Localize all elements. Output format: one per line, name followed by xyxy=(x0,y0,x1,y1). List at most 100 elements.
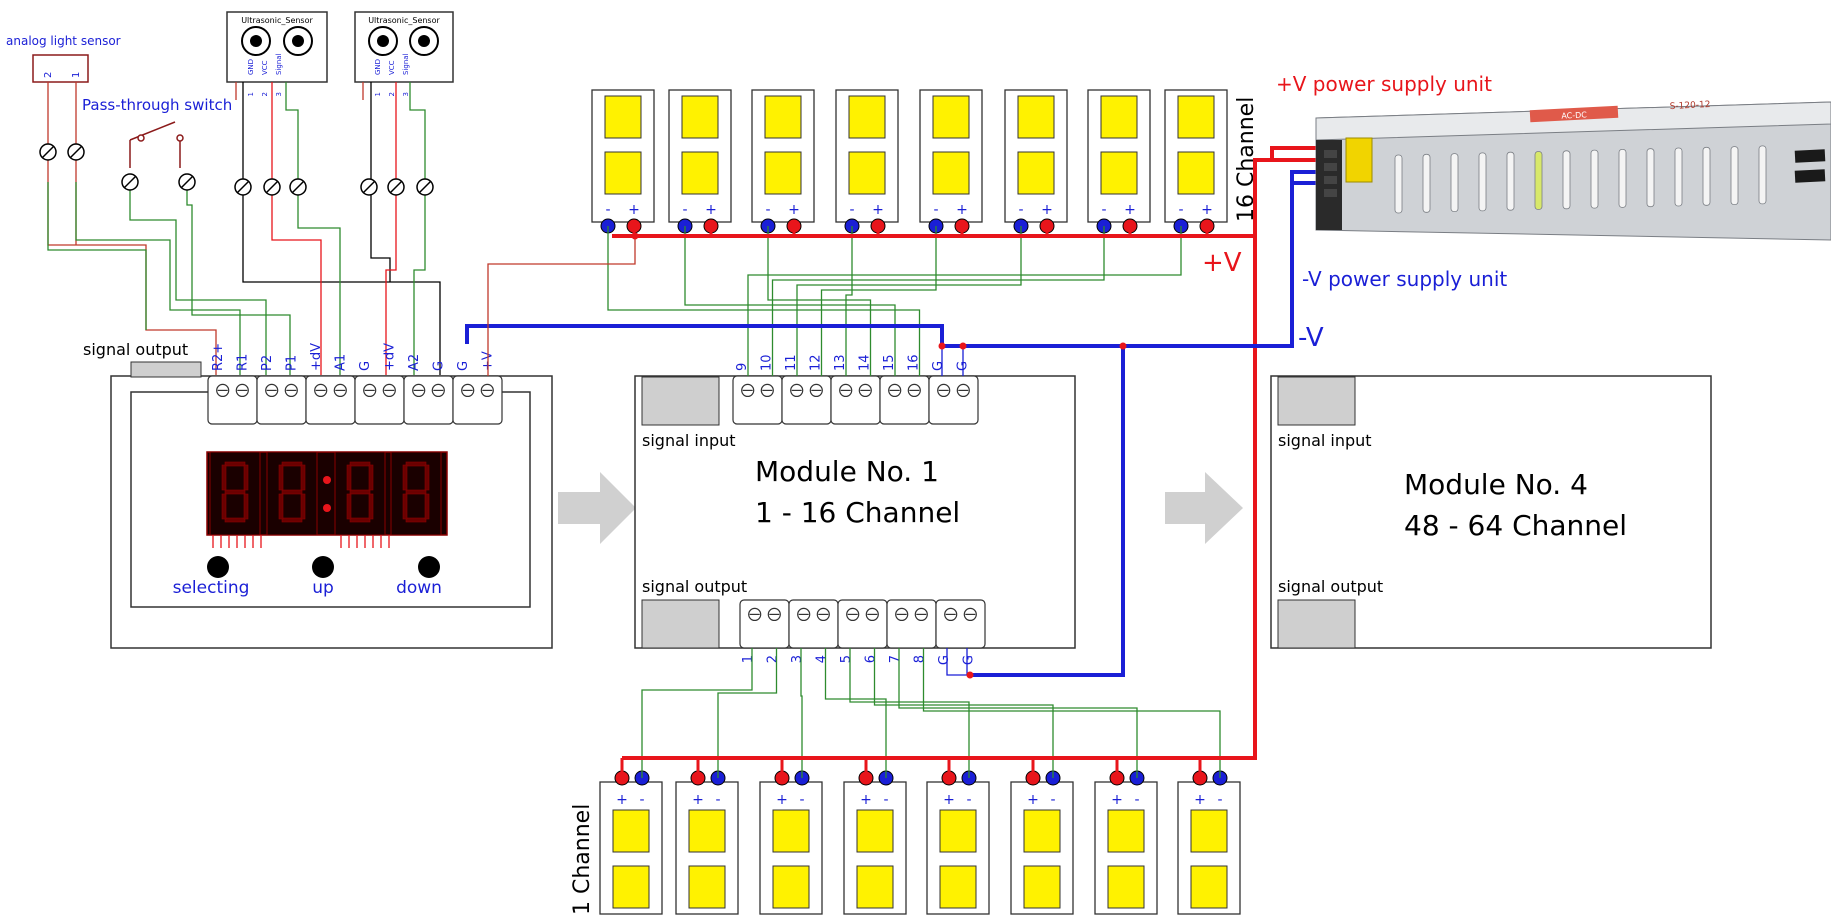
us-sensor-2-pin-num: 1 xyxy=(374,92,382,96)
module-1-bottom-terminal-label: 7 xyxy=(888,655,903,663)
module-1: signal input signal output Module No. 1 … xyxy=(634,354,1076,665)
led-strip: -+ xyxy=(919,89,983,234)
led-minus-label: - xyxy=(605,202,610,218)
led-minus-label: - xyxy=(639,792,644,808)
led-plus-label: + xyxy=(705,202,717,218)
led-minus-label: - xyxy=(849,202,854,218)
led-plus-label: + xyxy=(776,792,788,808)
led-strip: -+ xyxy=(1094,770,1158,915)
flow-arrow-1 xyxy=(558,472,636,544)
module-1-bottom-terminal xyxy=(935,599,986,649)
module-1-bottom-terminal-label: 3 xyxy=(790,655,805,663)
wire-markers xyxy=(39,143,434,196)
led-strips-1-channel: -+-+-+-+-+-+-+-+ xyxy=(599,770,1241,915)
led-minus-label: - xyxy=(799,792,804,808)
analog-light-sensor: analog light sensor 2 1 xyxy=(6,34,121,83)
controller-terminal-label: R1 xyxy=(236,354,251,371)
us-sensor-2-pin-name: Signal xyxy=(402,53,410,75)
down-button[interactable] xyxy=(418,556,440,578)
controller-terminal-label: +dV xyxy=(383,343,398,371)
plus-v-label: +V xyxy=(1202,248,1242,278)
wire-break-marker xyxy=(263,178,281,196)
led-minus-label: - xyxy=(765,202,770,218)
controller-terminal-label: G xyxy=(432,361,447,371)
wire-break-marker xyxy=(360,178,378,196)
led-plus-label: + xyxy=(1124,202,1136,218)
controller-terminal-label: P1 xyxy=(285,355,300,371)
module-1-bottom-terminal-label: 2 xyxy=(766,655,781,663)
led-minus-label: - xyxy=(1134,792,1139,808)
ultrasonic-sensor-1: Ultrasonic_Sensor xyxy=(226,11,328,83)
led-strip: -+ xyxy=(1004,89,1068,234)
module-1-top-terminal-label: 11 xyxy=(784,354,799,371)
up-button[interactable] xyxy=(312,556,334,578)
us-sensor-1-pin-name: GND xyxy=(247,59,255,75)
led-minus-label: - xyxy=(966,792,971,808)
digit xyxy=(334,451,386,536)
module-1-top-terminal-block xyxy=(732,375,979,425)
analog-light-sensor-label: analog light sensor xyxy=(6,34,121,48)
controller-terminal xyxy=(354,375,405,425)
up-button-label: up xyxy=(312,578,334,598)
module-4: signal input signal output Module No. 4 … xyxy=(1270,375,1712,649)
led-minus-label: - xyxy=(1050,792,1055,808)
selecting-button[interactable] xyxy=(207,556,229,578)
wire-break-marker xyxy=(67,143,85,161)
us-sensor-2-pin-num: 3 xyxy=(402,92,410,96)
psu-plus-label: +V power supply unit xyxy=(1276,72,1492,96)
led-plus-label: + xyxy=(956,202,968,218)
led-plus-label: + xyxy=(1041,202,1053,218)
led-plus-label: + xyxy=(788,202,800,218)
module-1-signal-output-label: signal output xyxy=(642,577,747,596)
led-plus-label: + xyxy=(1111,792,1123,808)
us-sensor-1-pin-name: VCC xyxy=(261,60,269,75)
us-sensor-1-pin-num: 3 xyxy=(275,92,283,96)
module-1-signal-input-label: signal input xyxy=(642,431,736,450)
led-minus-label: - xyxy=(883,792,888,808)
module-1-top-terminal-label: 9 xyxy=(735,363,750,371)
led-strip: -+ xyxy=(759,770,823,915)
flow-arrow-2 xyxy=(1165,472,1243,544)
module-1-top-terminal-label: 13 xyxy=(833,354,848,371)
analog-sensor-pin-2: 2 xyxy=(43,72,54,78)
ultrasonic-sensor-1-label: Ultrasonic_Sensor xyxy=(241,16,313,25)
module-4-signal-input-label: signal input xyxy=(1278,431,1372,450)
colon-dot-top xyxy=(323,476,331,484)
module-1-top-terminal xyxy=(928,375,979,425)
module-1-top-terminal-label: 10 xyxy=(760,354,775,371)
ultrasonic-sensor-2-label: Ultrasonic_Sensor xyxy=(368,16,440,25)
controller-terminal-label: P2 xyxy=(260,355,275,371)
channel-1-label: 1 Channel xyxy=(570,804,595,915)
power-rails xyxy=(465,146,1321,778)
wire-break-marker xyxy=(416,178,434,196)
module-1-top-terminal xyxy=(879,375,930,425)
led-strip: -+ xyxy=(599,770,663,915)
led-plus-label: + xyxy=(1194,792,1206,808)
ultrasonic-sensor-2: Ultrasonic_Sensor xyxy=(354,11,454,83)
controller-terminal-label: A1 xyxy=(334,354,349,371)
controller-terminal-label: +dV xyxy=(309,343,324,371)
pass-through-switch-label: Pass-through switch xyxy=(82,96,232,114)
module-1-top-terminal-label: 14 xyxy=(858,354,873,371)
module-1-bottom-terminal-label: G xyxy=(962,655,977,665)
module-1-bottom-terminal-label: 6 xyxy=(864,655,879,663)
wire-break-marker xyxy=(289,178,307,196)
colon-dot-bottom xyxy=(323,504,331,512)
module-1-channel-range: 1 - 16 Channel xyxy=(755,496,960,529)
us-sensor-2-pin-num: 2 xyxy=(388,92,396,96)
led-minus-label: - xyxy=(715,792,720,808)
module-1-bottom-terminal xyxy=(739,599,790,649)
led-strip: -+ xyxy=(1164,89,1228,234)
led-plus-label: + xyxy=(872,202,884,218)
module-4-signal-output-label: signal output xyxy=(1278,577,1383,596)
wire-break-marker xyxy=(234,178,252,196)
led-plus-label: + xyxy=(692,792,704,808)
module-1-bottom-terminal xyxy=(788,599,839,649)
led-minus-label: - xyxy=(1018,202,1023,218)
digit xyxy=(209,451,261,536)
controller-terminal xyxy=(207,375,258,425)
module-1-bottom-terminal-label: 4 xyxy=(815,655,830,663)
